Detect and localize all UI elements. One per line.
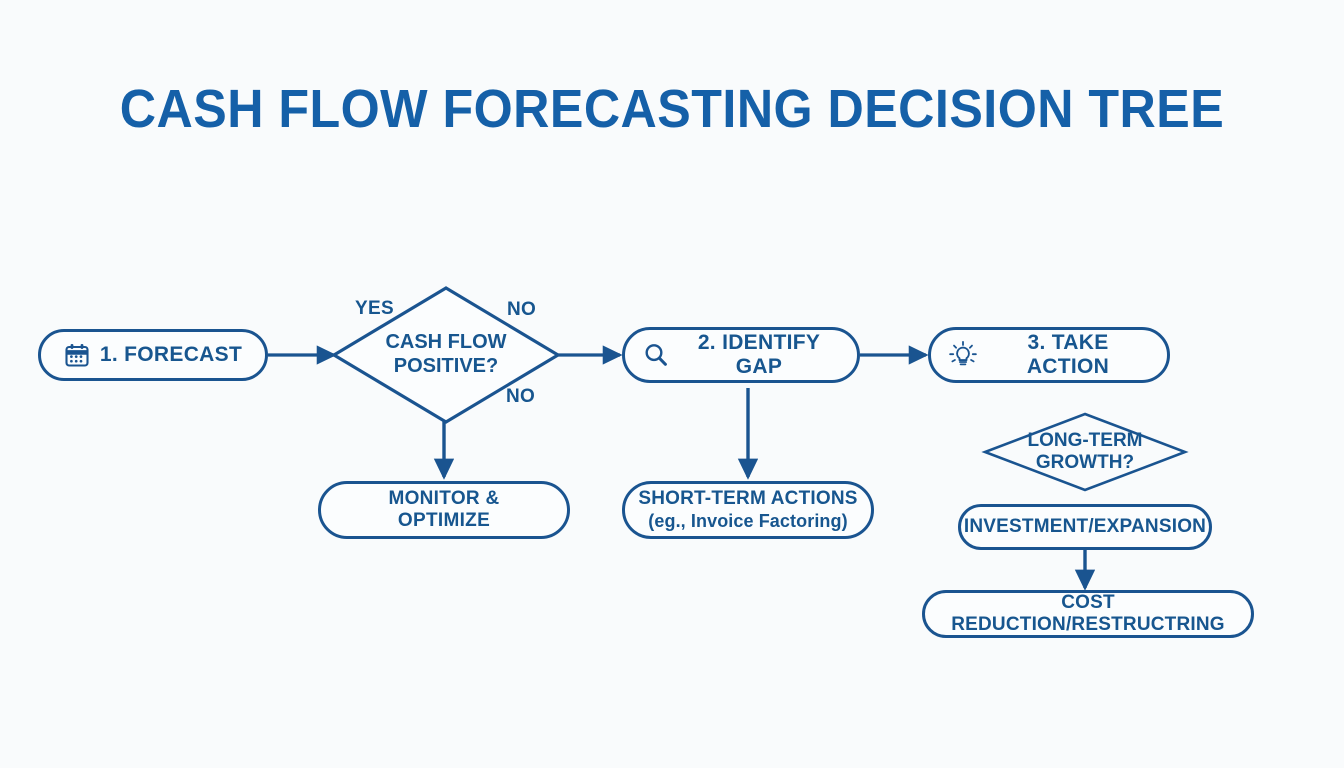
- node-long-term-growth[interactable]: LONG-TERM GROWTH?: [985, 414, 1185, 490]
- node-monitor-optimize[interactable]: MONITOR & OPTIMIZE: [318, 481, 570, 539]
- node-identify-gap-label: 2. IDENTIFY GAP: [697, 330, 821, 378]
- node-short-term-actions-sublabel: (eg., Invoice Factoring): [648, 511, 848, 532]
- node-monitor-optimize-label: MONITOR & OPTIMIZE: [388, 488, 500, 531]
- node-short-term-actions-label: SHORT-TERM ACTIONS: [638, 488, 858, 510]
- node-cash-flow-positive-label: CASH FLOW POSITIVE?: [385, 331, 507, 377]
- node-cash-flow-positive[interactable]: CASH FLOW POSITIVE?: [334, 288, 558, 422]
- node-short-term-actions[interactable]: SHORT-TERM ACTIONS (eg., Invoice Factori…: [622, 481, 874, 539]
- node-cost-reduction[interactable]: COST REDUCTION/RESTRUCTRING: [922, 590, 1254, 638]
- node-take-action-label: 3. TAKE ACTION: [1026, 330, 1110, 378]
- edge-label-yes: YES: [355, 298, 394, 319]
- lightbulb-icon: [949, 340, 977, 369]
- node-cost-reduction-label: COST REDUCTION/RESTRUCTRING: [951, 592, 1225, 635]
- node-investment-expansion-label: INVESTMENT/EXPANSION: [963, 516, 1207, 538]
- page-title: CASH FLOW FORECASTING DECISION TREE: [119, 79, 1225, 139]
- calendar-icon: [64, 342, 90, 368]
- edge-label-no-top: NO: [507, 299, 537, 320]
- node-forecast-label: 1. FORECAST: [99, 342, 243, 366]
- edge-label-no-bottom: NO: [506, 386, 536, 407]
- node-take-action[interactable]: 3. TAKE ACTION: [928, 327, 1170, 383]
- node-forecast[interactable]: 1. FORECAST: [38, 329, 268, 381]
- node-long-term-growth-label: LONG-TERM GROWTH?: [1027, 429, 1143, 473]
- magnifier-icon: [643, 342, 669, 368]
- node-identify-gap[interactable]: 2. IDENTIFY GAP: [622, 327, 860, 383]
- node-investment-expansion[interactable]: INVESTMENT/EXPANSION: [958, 504, 1212, 550]
